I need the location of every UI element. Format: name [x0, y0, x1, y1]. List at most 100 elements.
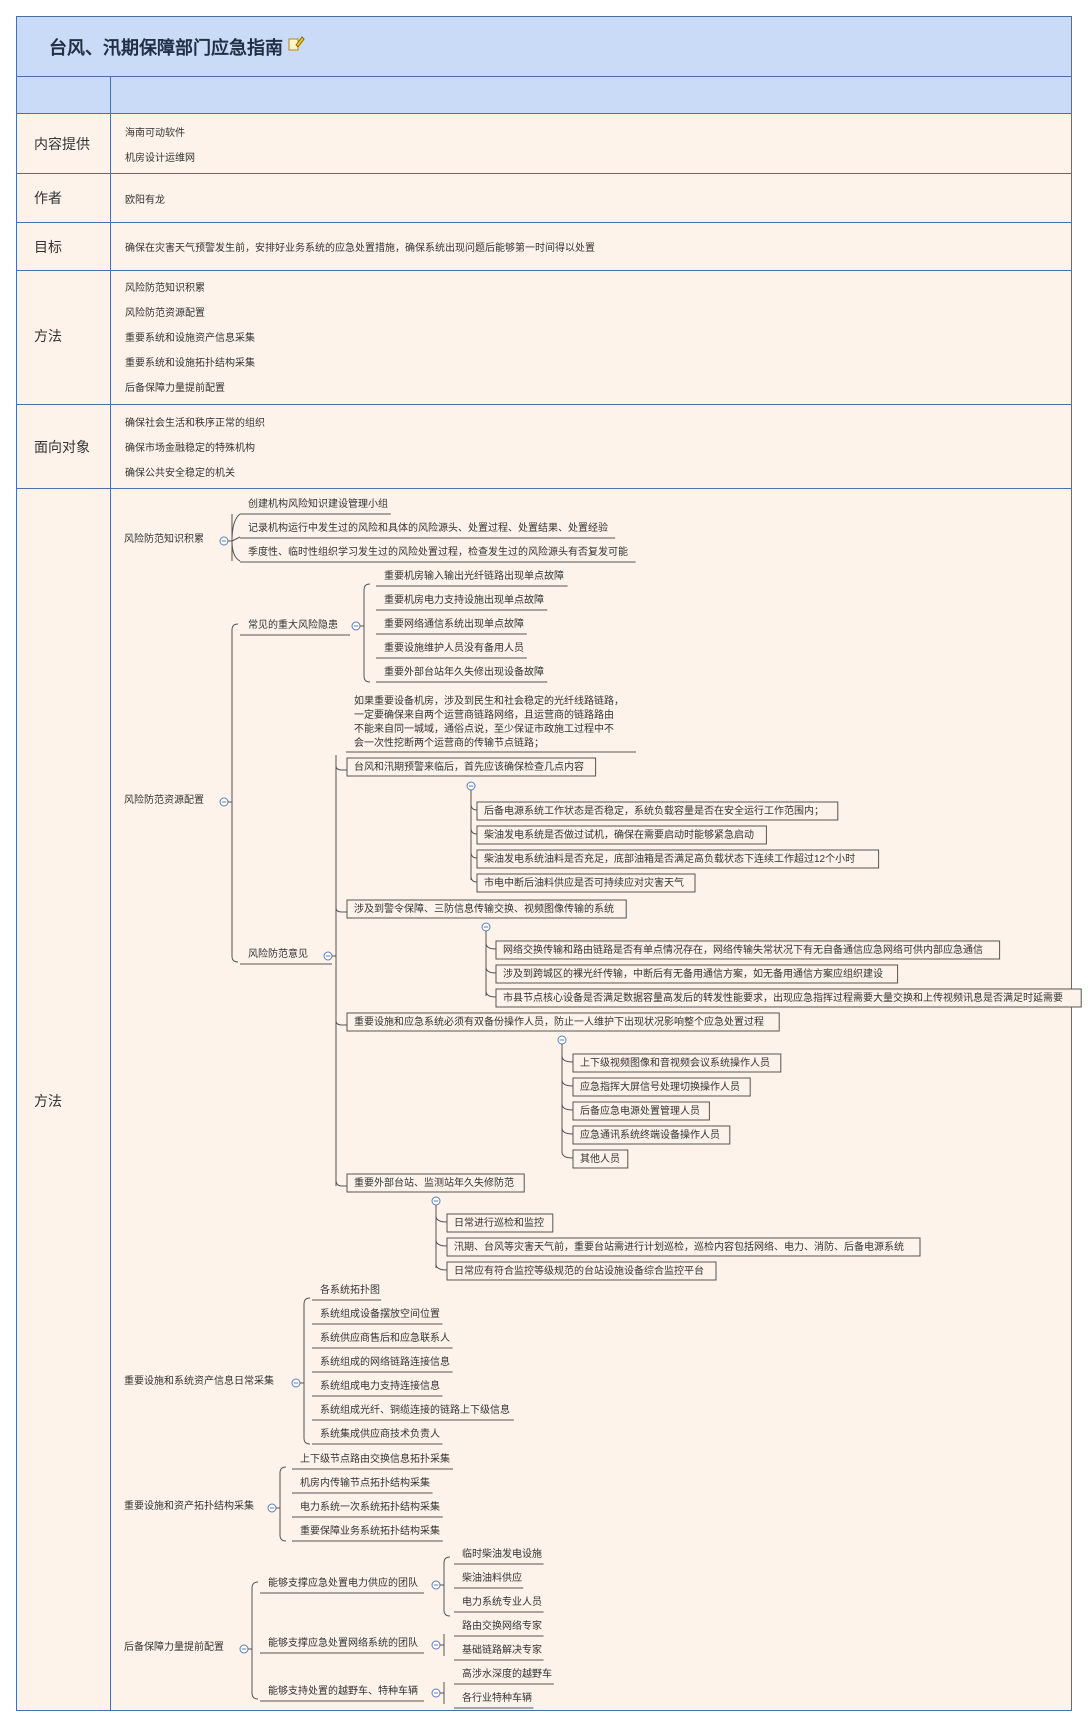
node-box [495, 964, 899, 984]
node-label: 会一次性挖断两个运营商的传输节点链路； [354, 736, 544, 749]
node-label: 重要机房输入输出光纤链路出现单点故障 [384, 569, 564, 582]
node-label: 其他人员 [580, 1152, 620, 1165]
row-divider [17, 222, 1071, 223]
list-item: 重要系统和设施资产信息采集 [125, 333, 255, 344]
node-label: 各系统拓扑图 [320, 1283, 380, 1296]
node-label: 系统组成的网络链路连接信息 [320, 1355, 450, 1368]
connector-line [335, 1179, 343, 1187]
node-label: 记录机构运行中发生过的风险和具体的风险源头、处置过程、处置结果、处置经验 [248, 521, 608, 534]
node-label: 台风和汛期预警来临后，首先应该确保检查几点内容 [354, 760, 584, 773]
connector-line [561, 1151, 574, 1159]
connector-line [303, 1437, 311, 1445]
section-label: 作者 [34, 190, 62, 206]
connector-line [470, 851, 478, 859]
connector-line [279, 1466, 287, 1474]
list-item: 风险防范资源配置 [125, 308, 205, 319]
connector-line [443, 1556, 451, 1564]
node-label: 重要网络通信系统出现单点故障 [384, 617, 524, 630]
node-label: 日常进行巡检和监控 [454, 1216, 544, 1229]
node-label: 重要外部台站年久失修出现设备故障 [384, 665, 544, 678]
node-box [572, 1125, 731, 1145]
node-label: 柴油发电系统油料是否充足，底部油箱是否满足高负载状态下连续工作超过12个小时 [484, 852, 855, 865]
node-box [446, 1261, 717, 1281]
mindmap-table: 台风、汛期保障部门应急指南 内容提供 作者 目标 方法 面向对象 方法 海南可动… [16, 16, 1072, 1711]
node-label: 应急指挥大屏信号处理切换操作人员 [580, 1080, 740, 1093]
node-label: 重要设施和资产拓扑结构采集 [124, 1499, 254, 1512]
node-label: 重要保障业务系统拓扑结构采集 [300, 1524, 440, 1537]
connector-line [443, 1609, 451, 1617]
connector-line [470, 827, 478, 835]
node-label: 系统组成光纤、铜缆连接的链路上下级信息 [320, 1403, 510, 1416]
node-box [346, 757, 597, 777]
node-box [446, 1213, 554, 1233]
connector-line [231, 623, 239, 631]
node-label: 后备应急电源处置管理人员 [580, 1104, 700, 1117]
connector-line [435, 1263, 448, 1271]
connector-line [231, 513, 241, 542]
connector-line [561, 1127, 574, 1135]
connector-line [363, 583, 371, 591]
edit-note-icon[interactable] [287, 34, 305, 52]
node-label: 市县节点核心设备是否满足数据容量高发后的转发性能要求，出现应急指挥过程需要大量交… [503, 991, 1063, 1004]
node-label: 创建机构风险知识建设管理小组 [248, 497, 388, 510]
node-label: 重要外部台站、监测站年久失修防范 [354, 1176, 514, 1189]
node-label: 重要机房电力支持设施出现单点故障 [384, 593, 544, 606]
node-box [572, 1077, 751, 1097]
node-label: 后备保障力量提前配置 [124, 1640, 224, 1653]
page-title: 台风、汛期保障部门应急指南 [49, 38, 283, 58]
connector-line [435, 1215, 448, 1223]
column-divider [110, 77, 111, 1710]
list-item: 确保社会生活和秩序正常的组织 [125, 418, 265, 429]
node-label: 风险防范意见 [248, 947, 308, 960]
list-item: 海南可动软件 [125, 128, 185, 139]
row-divider [17, 488, 1071, 489]
node-label: 网络交换传输和路由链路是否有单点情况存在，网络传输失常状况下有无自备通信应急网络… [503, 943, 983, 956]
node-label: 重要设施维护人员没有备用人员 [384, 641, 524, 654]
node-label: 风险防范知识积累 [124, 532, 204, 545]
connector-line [251, 1692, 259, 1700]
node-label: 电力系统一次系统拓扑结构采集 [300, 1500, 440, 1513]
connector-line [231, 540, 241, 562]
node-label: 风险防范资源配置 [124, 793, 204, 806]
node-label: 系统供应商售后和应急联系人 [320, 1331, 450, 1344]
connector-line [485, 942, 497, 950]
list-item: 确保公共安全稳定的机关 [125, 468, 235, 479]
header-row [17, 77, 1071, 114]
connector-line [335, 1020, 343, 1026]
list-item: 重要系统和设施拓扑结构采集 [125, 358, 255, 369]
list-item: 后备保障力量提前配置 [125, 383, 225, 394]
node-label: 各行业特种车辆 [462, 1691, 532, 1704]
node-label: 后备电源系统工作状态是否稳定，系统负载容量是否在安全运行工作范围内； [484, 804, 824, 817]
node-box [572, 1053, 782, 1073]
node-box [495, 988, 1082, 1008]
connector-line [435, 1239, 448, 1247]
node-box [495, 940, 1001, 960]
node-label: 基础链路解决专家 [462, 1643, 542, 1656]
list-item: 风险防范知识积累 [125, 283, 205, 294]
node-label: 一定要确保来自两个运营商链路网络，且运营商的链路路由 [354, 708, 614, 721]
row-divider [17, 270, 1071, 271]
node-box [572, 1101, 710, 1121]
connector-line [303, 1297, 311, 1305]
row-divider [17, 173, 1071, 174]
list-item: 欧阳有龙 [125, 195, 165, 206]
connector-line [470, 803, 478, 811]
node-label: 汛期、台风等灾害天气前，重要台站需进行计划巡检，巡检内容包括网络、电力、消防、后… [454, 1240, 904, 1253]
node-label: 机房内传输节点拓扑结构采集 [300, 1476, 430, 1489]
list-item: 确保市场金融稳定的特殊机构 [125, 443, 255, 454]
node-label: 高涉水深度的越野车 [462, 1667, 552, 1680]
node-box [446, 1237, 921, 1257]
connector-line [231, 955, 239, 963]
connector-line [485, 966, 497, 974]
node-box [476, 873, 696, 893]
node-label: 系统集成供应商技术负责人 [320, 1427, 440, 1440]
list-item: 确保在灾害天气预警发生前，安排好业务系统的应急处置措施，确保系统出现问题后能够第… [125, 243, 595, 254]
connector-line [561, 1055, 574, 1063]
section-label: 方法 [34, 328, 62, 344]
node-box [346, 1173, 525, 1193]
node-box [572, 1149, 629, 1169]
node-label: 柴油油料供应 [462, 1571, 522, 1584]
node-label: 应急通讯系统终端设备操作人员 [580, 1128, 720, 1141]
connector-line [335, 907, 343, 913]
